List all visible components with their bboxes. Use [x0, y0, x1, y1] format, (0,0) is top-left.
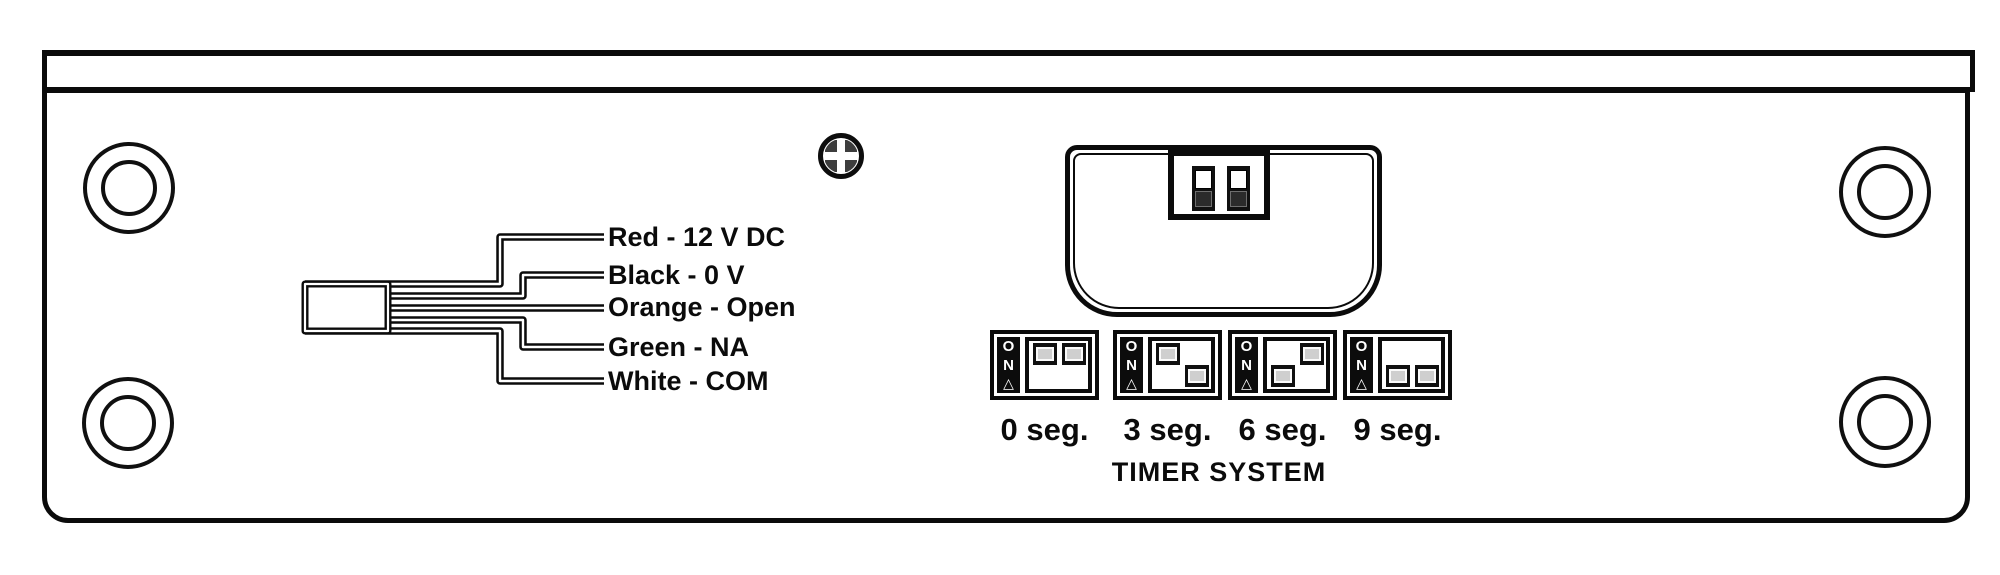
- seg-duration-label: 0 seg.: [1000, 412, 1089, 447]
- on-label-letter: O: [1125, 338, 1138, 355]
- dip-switch-panel: [1148, 337, 1215, 393]
- on-label-letter: N: [1126, 356, 1137, 374]
- dip-switch-knob: [1418, 369, 1436, 383]
- dip-switch-2-down: [1185, 365, 1209, 387]
- dip-switch-panel: [1378, 337, 1445, 393]
- up-arrow-icon: △: [1356, 375, 1367, 391]
- dip-switch-knob: [1389, 369, 1407, 383]
- screw-hole-top-right: [1839, 146, 1931, 238]
- housing-switch-1: [1192, 166, 1215, 211]
- phillips-cross: [824, 139, 858, 173]
- timer-system-caption: TIMER SYSTEM: [1111, 457, 1327, 487]
- on-label-letter: N: [1003, 356, 1014, 374]
- dip-switch-knob: [1303, 347, 1321, 361]
- switch-window: [1230, 170, 1247, 189]
- phillips-screw-icon: [818, 133, 864, 179]
- dip-switch-1-up: [1156, 343, 1180, 365]
- dip-switch-2-up: [1300, 343, 1324, 365]
- wire-label: Black - 0 V: [608, 260, 745, 290]
- dip-switch-2-up: [1062, 343, 1086, 365]
- up-arrow-icon: △: [1003, 375, 1014, 391]
- screw-hole-top-left: [83, 142, 175, 234]
- up-arrow-icon: △: [1241, 375, 1252, 391]
- dip-switch-knob: [1036, 347, 1054, 361]
- up-arrow-icon: △: [1126, 375, 1137, 391]
- wire-label: Red - 12 V DC: [608, 222, 786, 252]
- screw-hole-bottom-left: [82, 377, 174, 469]
- dip-switch-knob: [1274, 369, 1292, 383]
- on-label-letter: N: [1241, 356, 1252, 374]
- screw-hole-inner-ring: [1857, 164, 1913, 220]
- dip-switch-1-down: [1386, 365, 1410, 387]
- screw-hole-inner-ring: [1857, 394, 1913, 450]
- screw-hole-inner-ring: [100, 395, 156, 451]
- seg-duration-label: 9 seg.: [1353, 412, 1442, 447]
- screw-hole-inner-ring: [101, 160, 157, 216]
- housing-connector-box: [1168, 150, 1270, 220]
- dip-switch-panel: [1025, 337, 1092, 393]
- dip-switch-knob: [1188, 369, 1206, 383]
- wire-white: [305, 327, 604, 385]
- switch-knob: [1230, 191, 1247, 207]
- seg-duration-label: 6 seg.: [1238, 412, 1327, 447]
- wire-green: [388, 316, 604, 351]
- dip-switch-panel: [1263, 337, 1330, 393]
- wire-red: [305, 233, 604, 288]
- wire-label: Orange - Open: [608, 292, 796, 322]
- dip-switch-1-up: [1033, 343, 1057, 365]
- dip-switch-1-down: [1271, 365, 1295, 387]
- switch-knob: [1195, 191, 1212, 207]
- housing-switch-2: [1227, 166, 1250, 211]
- on-label-letter: O: [1240, 338, 1253, 355]
- wire-label: White - COM: [608, 366, 769, 396]
- on-label-letter: O: [1355, 338, 1368, 355]
- on-label-letter: O: [1002, 338, 1015, 355]
- dip-switch-knob: [1065, 347, 1083, 361]
- screw-hole-bottom-right: [1839, 376, 1931, 468]
- wire-label: Green - NA: [608, 332, 750, 362]
- switch-window: [1195, 170, 1212, 189]
- on-label-letter: N: [1356, 356, 1367, 374]
- dip-switch-2-down: [1415, 365, 1439, 387]
- seg-duration-label: 3 seg.: [1123, 412, 1212, 447]
- cable-connector: [301, 280, 392, 335]
- dip-switch-knob: [1159, 347, 1177, 361]
- wire-black: [388, 271, 604, 300]
